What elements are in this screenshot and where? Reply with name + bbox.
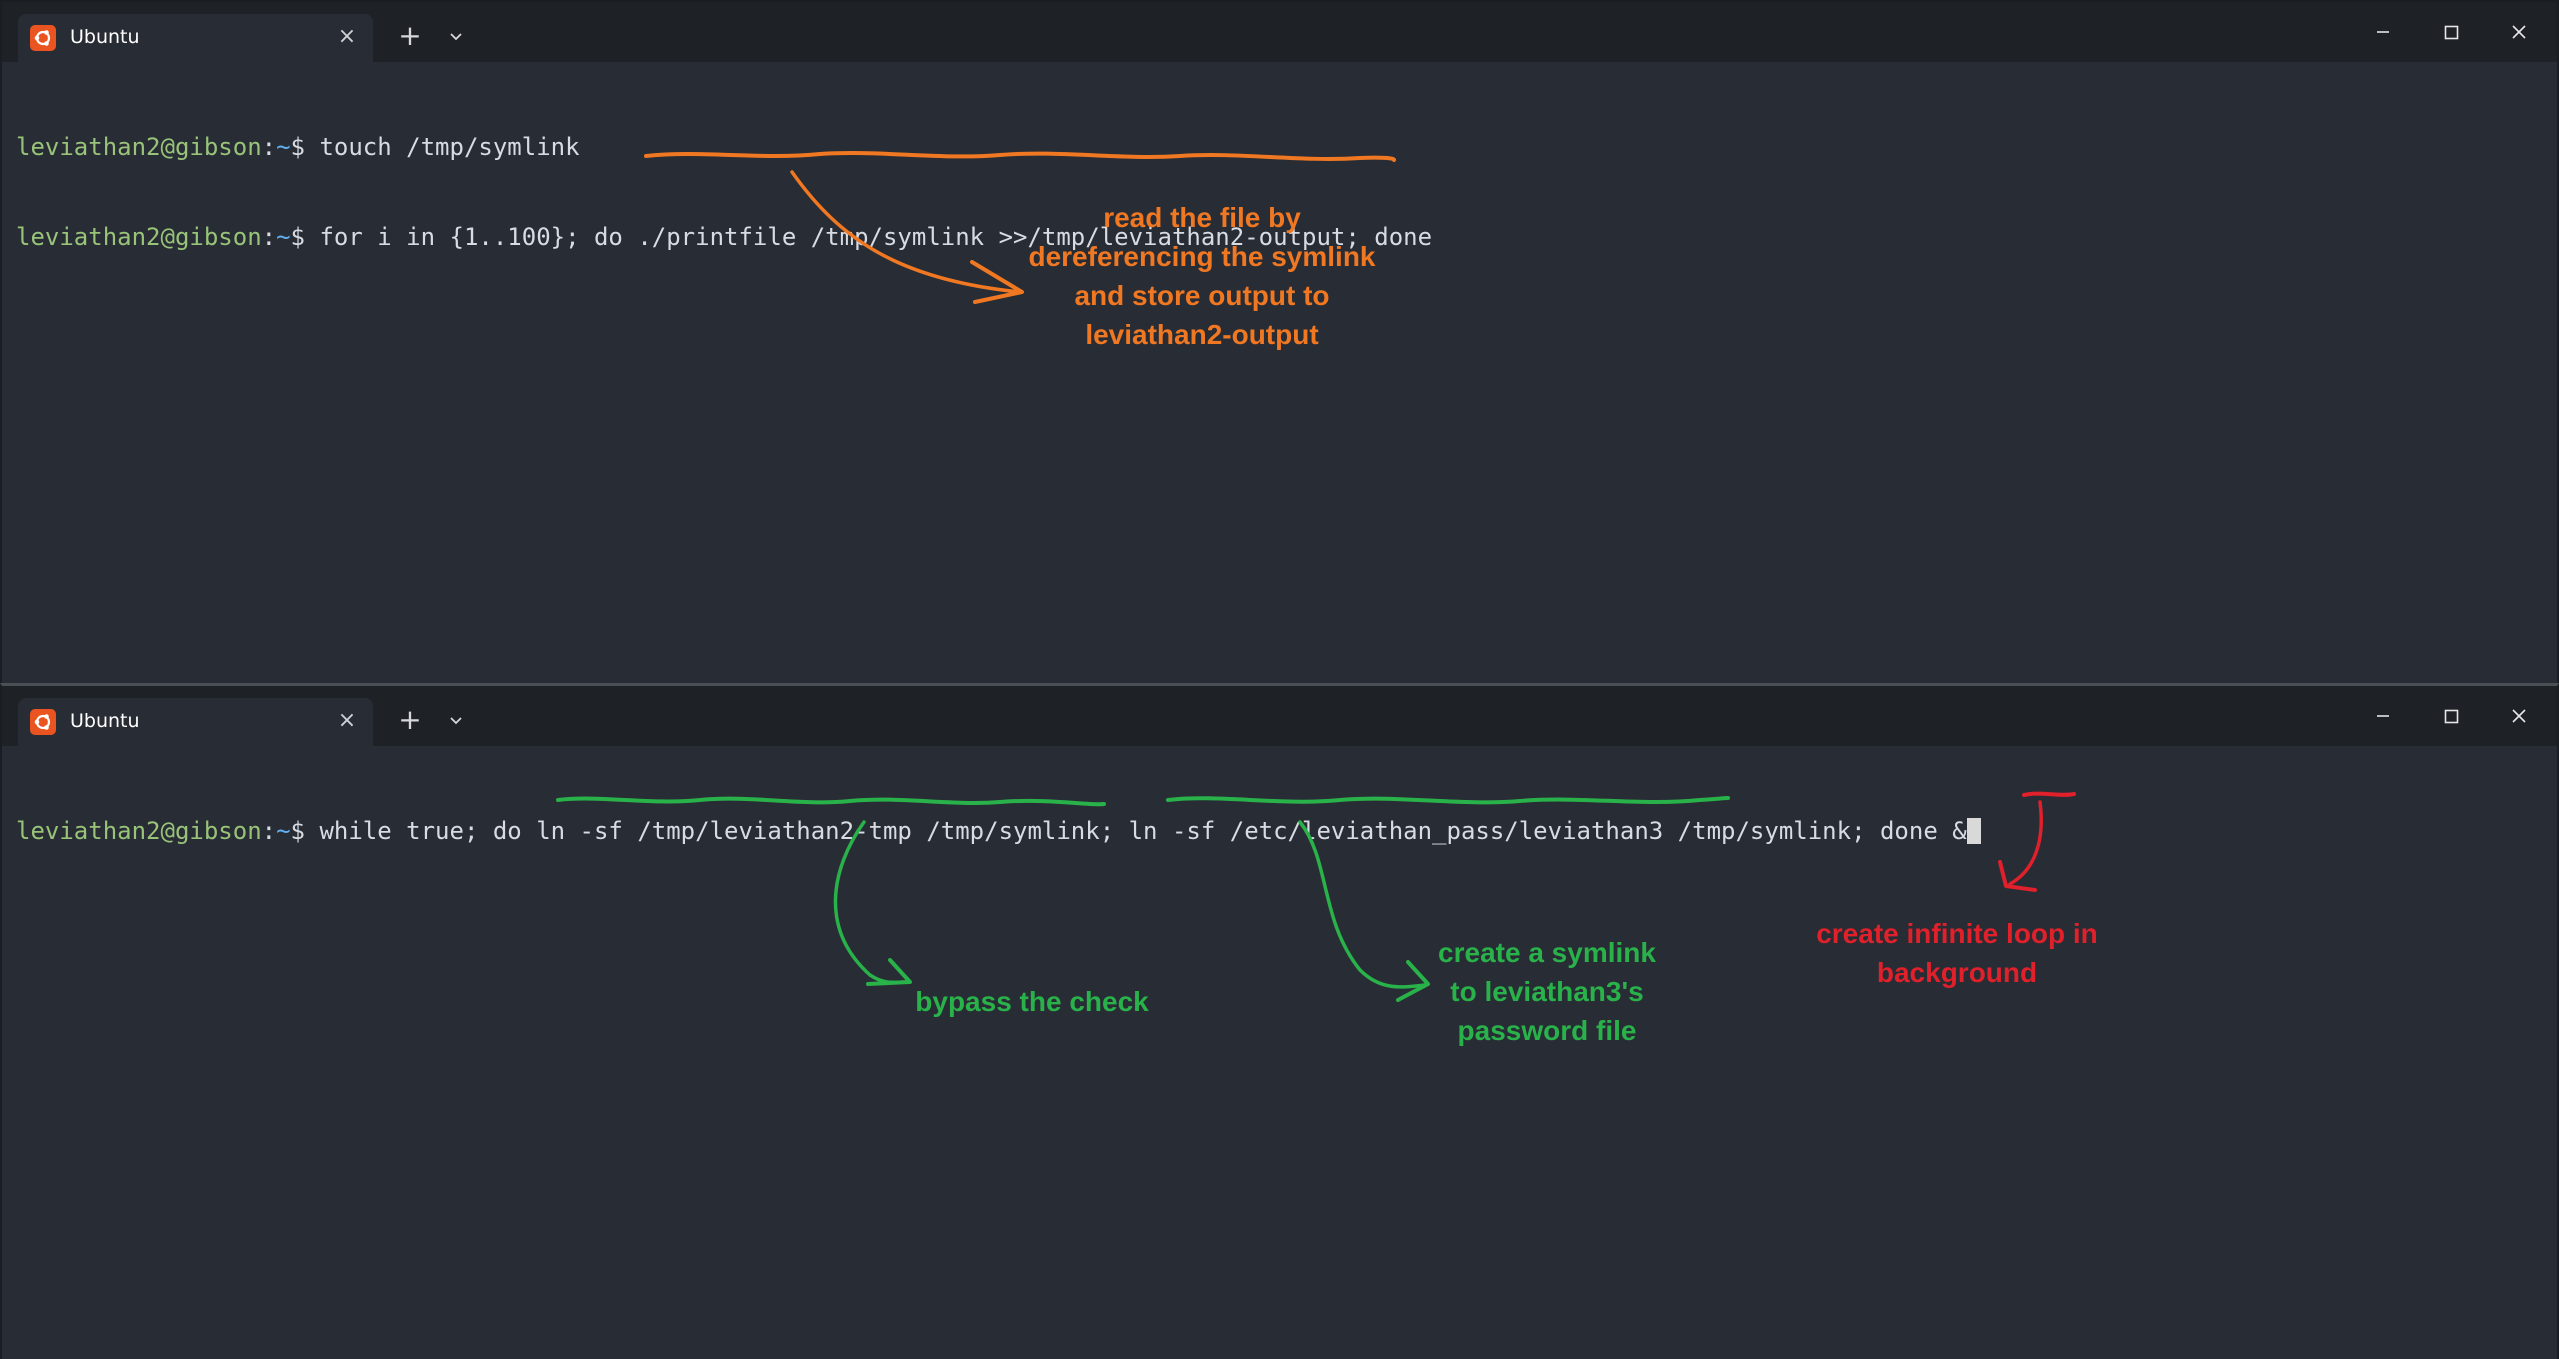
- terminal-line: leviathan2@gibson:~$ touch /tmp/symlink: [16, 133, 580, 161]
- plus-icon[interactable]: +: [398, 19, 422, 52]
- tab-title: Ubuntu: [70, 710, 140, 732]
- tab-ubuntu[interactable]: Ubuntu ×: [18, 698, 373, 746]
- ubuntu-logo-icon: [30, 709, 56, 735]
- prompt-path: ~: [276, 133, 291, 161]
- prompt-symbol: $: [290, 817, 305, 845]
- command-text: while true; do ln -sf /tmp/leviathan2-tm…: [305, 817, 1967, 845]
- terminal-cursor: [1966, 818, 1981, 844]
- maximize-icon[interactable]: [2427, 696, 2475, 736]
- close-icon[interactable]: [2495, 696, 2543, 736]
- terminal-line: leviathan2@gibson:~$ while true; do ln -…: [16, 816, 1981, 846]
- command-text: touch /tmp/symlink: [305, 133, 580, 161]
- annotation-line: leviathan2-output: [1085, 319, 1319, 350]
- annotation-line: bypass the check: [915, 986, 1149, 1017]
- terminal-window-bottom: Ubuntu × + leviathan2@gibson:~$ while tr…: [0, 683, 2559, 1359]
- minimize-icon[interactable]: [2359, 12, 2407, 52]
- annotation-bypass: bypass the check: [862, 982, 1202, 1021]
- tab-title: Ubuntu: [70, 26, 140, 48]
- command-text: for i in {1..100}; do ./printfile /tmp/s…: [305, 223, 1433, 251]
- annotation-line: password file: [1457, 1015, 1637, 1046]
- close-icon[interactable]: ×: [337, 708, 357, 733]
- annotation-line: read the file by: [1103, 202, 1301, 233]
- annotation-infinite-loop: create infinite loop in background: [1767, 914, 2147, 992]
- annotation-line: and store output to: [1074, 280, 1330, 311]
- titlebar: Ubuntu × +: [2, 686, 2557, 746]
- prompt-symbol: $: [290, 223, 305, 251]
- maximize-icon[interactable]: [2427, 12, 2475, 52]
- prompt-path: ~: [276, 223, 291, 251]
- minimize-icon[interactable]: [2359, 696, 2407, 736]
- annotation-line: to leviathan3's: [1450, 976, 1644, 1007]
- plus-icon[interactable]: +: [398, 703, 422, 736]
- prompt-path: ~: [276, 817, 291, 845]
- annotation-symlink: create a symlink to leviathan3's passwor…: [1362, 933, 1732, 1050]
- annotation-line: dereferencing the symlink: [1028, 241, 1376, 272]
- chevron-down-icon[interactable]: [438, 18, 474, 54]
- prompt-symbol: $: [290, 133, 305, 161]
- terminal-output[interactable]: leviathan2@gibson:~$ touch /tmp/symlink …: [16, 72, 1432, 312]
- annotation-line: create infinite loop in: [1816, 918, 2098, 949]
- ubuntu-logo-icon: [30, 25, 56, 51]
- annotation-read-file: read the file by dereferencing the symli…: [1012, 198, 1392, 354]
- terminal-window-top: Ubuntu × + leviathan2@gibson:~$ touch /t…: [0, 0, 2559, 683]
- annotation-line: background: [1876, 957, 2038, 988]
- prompt-user-host: leviathan2@gibson: [16, 817, 262, 845]
- chevron-down-icon[interactable]: [438, 702, 474, 738]
- prompt-user-host: leviathan2@gibson: [16, 223, 262, 251]
- titlebar: Ubuntu × +: [2, 2, 2557, 62]
- tab-ubuntu[interactable]: Ubuntu ×: [18, 14, 373, 62]
- annotation-line: create a symlink: [1438, 937, 1656, 968]
- terminal-output[interactable]: leviathan2@gibson:~$ while true; do ln -…: [16, 756, 1981, 906]
- close-icon[interactable]: ×: [337, 24, 357, 49]
- prompt-user-host: leviathan2@gibson: [16, 133, 262, 161]
- terminal-line: leviathan2@gibson:~$ for i in {1..100}; …: [16, 223, 1433, 251]
- close-icon[interactable]: [2495, 12, 2543, 52]
